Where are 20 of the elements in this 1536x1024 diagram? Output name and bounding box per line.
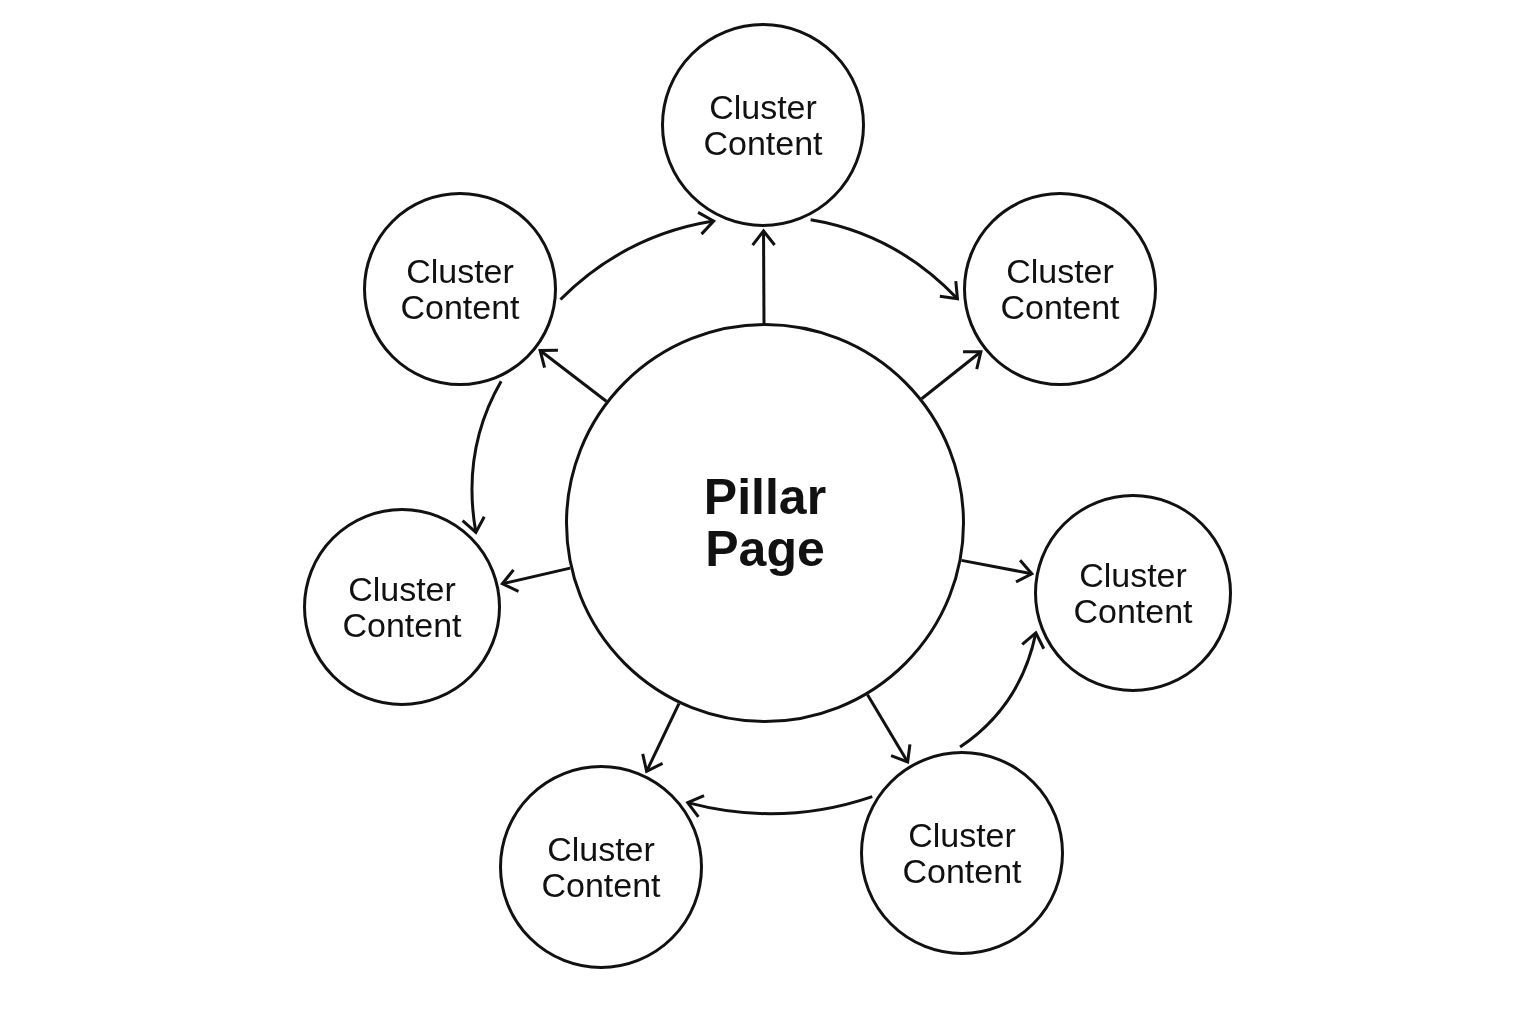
arrow [686,793,873,819]
node-label: Cluster Content [901,817,1023,889]
arrow [461,380,503,534]
arrow [961,558,1034,584]
arrow [866,693,912,764]
node-label: Cluster Content [1072,557,1194,629]
node-label: Cluster Content [399,253,521,325]
node-label: Cluster Content [999,253,1121,325]
arrow [751,229,777,323]
arrow [920,350,983,400]
arrow [559,211,716,301]
arrow [959,631,1045,749]
arrow [641,702,681,773]
node-label: Cluster Content [540,831,662,903]
node-label: Cluster Content [341,571,463,643]
arrow [538,348,608,403]
node-label: Cluster Content [702,89,824,161]
arrow [810,218,959,301]
arrow [500,566,571,593]
node-title: Pillar Page [702,471,828,575]
